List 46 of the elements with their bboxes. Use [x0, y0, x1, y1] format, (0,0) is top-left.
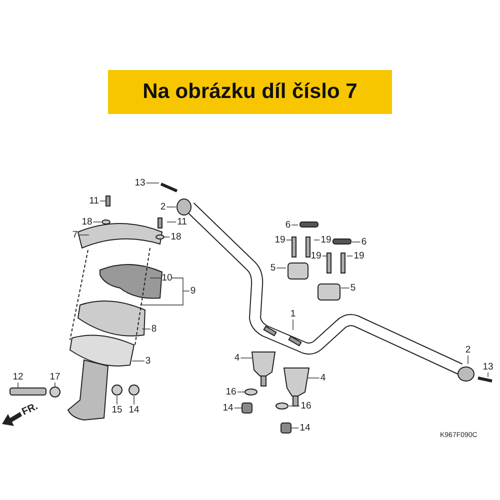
- leader-line: [162, 236, 170, 238]
- callout-number: 1: [289, 308, 297, 320]
- leader-line: [132, 360, 145, 362]
- leader-line: [291, 224, 298, 226]
- leader-line: [182, 290, 190, 292]
- callout-number: 19: [352, 250, 366, 262]
- leader-line: [54, 382, 56, 388]
- callout-number: 3: [144, 356, 152, 366]
- callout-number: 4: [233, 352, 241, 364]
- leader-line: [292, 319, 294, 330]
- callout-number: 11: [176, 216, 188, 228]
- callout-number: 19: [274, 234, 286, 246]
- callout-number: 19: [320, 234, 332, 246]
- callout-number: 6: [360, 236, 368, 248]
- callout-number: 4: [319, 372, 327, 384]
- callout-number: 14: [298, 422, 312, 434]
- callout-number: 18: [170, 232, 182, 242]
- callout-number: 16: [224, 386, 238, 398]
- callout-number: 5: [269, 262, 277, 274]
- callout-number: 15: [110, 404, 124, 416]
- title-banner: Na obrázku díl číslo 7: [108, 70, 392, 114]
- callout-number: 10: [160, 272, 174, 284]
- callout-number: 18: [80, 216, 94, 228]
- callout-number: 7: [71, 230, 79, 240]
- callout-number: 13: [482, 362, 494, 372]
- leader-line: [142, 328, 151, 330]
- leader-line: [100, 200, 106, 202]
- callout-number: 5: [349, 282, 357, 294]
- callout-number: 12: [12, 372, 24, 382]
- leader-line: [78, 234, 90, 236]
- callout-number: 17: [48, 372, 62, 382]
- front-direction-label: FR.: [20, 401, 40, 418]
- callout-number: 13: [134, 178, 146, 188]
- leader-line: [146, 182, 160, 184]
- callout-number: 16: [300, 400, 312, 412]
- leader-line: [116, 396, 118, 405]
- callout-number: 2: [464, 344, 472, 356]
- leader-line: [166, 206, 176, 208]
- callout-number: 14: [222, 402, 234, 414]
- callout-number: 19: [310, 250, 322, 262]
- callout-number: 11: [88, 196, 100, 206]
- callout-number: 2: [159, 202, 167, 212]
- callout-number: 8: [150, 324, 158, 334]
- callout-number: 6: [284, 220, 292, 230]
- callout-number: 9: [189, 286, 197, 296]
- callout-number: 14: [128, 404, 140, 416]
